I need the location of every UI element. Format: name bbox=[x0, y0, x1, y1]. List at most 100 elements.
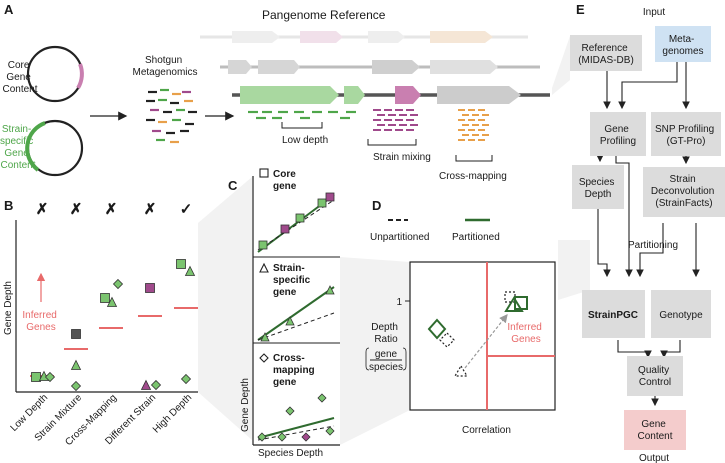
read-fragments bbox=[146, 88, 197, 144]
cross-point bbox=[277, 432, 287, 442]
strain-point bbox=[285, 316, 295, 326]
strainpgc-box bbox=[582, 290, 645, 338]
shotgun-label: Shotgun Metagenomics bbox=[132, 55, 197, 78]
panel-d-label: D bbox=[372, 198, 381, 213]
cross-map-strain bbox=[106, 296, 118, 307]
snp-profiling-label: SNP Profiling (GT-Pro) bbox=[655, 124, 717, 147]
d-core-partitioned bbox=[514, 296, 528, 310]
panel-b-label: B bbox=[4, 198, 13, 213]
strain-mixing-label: Strain mixing bbox=[373, 152, 431, 163]
strain-deconvolution-box bbox=[643, 167, 725, 217]
c-cross-fit-unpartitioned bbox=[257, 425, 335, 441]
different-strain-cross bbox=[150, 379, 162, 391]
high-depth-cross bbox=[180, 373, 192, 385]
panel-e-label: E bbox=[576, 2, 585, 17]
d-inferred-label: Inferred Genes bbox=[507, 322, 544, 345]
cross-point bbox=[301, 432, 311, 442]
strain-mixing-bracket bbox=[367, 139, 417, 146]
metagenomes-box bbox=[655, 26, 711, 62]
snp-profiling-box bbox=[651, 112, 721, 156]
quality-control-label: Quality Control bbox=[638, 365, 672, 388]
d-tick-1: 1 bbox=[396, 297, 402, 308]
b-ylabel: Gene Depth bbox=[3, 281, 14, 335]
strain-gene-label: Strain- specific Gene Content bbox=[0, 124, 36, 171]
strainpgc-label: StrainPGC bbox=[588, 310, 638, 321]
d-core-unpartitioned bbox=[504, 291, 516, 303]
d-strain-unpartitioned bbox=[453, 364, 469, 377]
c-strain-fit-partitioned bbox=[257, 286, 335, 341]
strain-gene-arc bbox=[25, 121, 46, 172]
legend-unpartitioned-label: Unpartitioned bbox=[370, 232, 429, 243]
c-core-fit-unpartitioned bbox=[257, 199, 335, 251]
high-depth-strain bbox=[184, 265, 196, 276]
mixture-cross bbox=[70, 380, 82, 392]
legend-partitioned-label: Partitioned bbox=[452, 232, 500, 243]
c-core-points bbox=[258, 192, 335, 250]
strain-point bbox=[260, 332, 270, 342]
cross-point bbox=[257, 432, 267, 442]
genotype-box bbox=[651, 290, 711, 338]
cross-map-core bbox=[100, 293, 110, 303]
e-zoom-wedge-d bbox=[558, 240, 590, 300]
low-depth-label: Low depth bbox=[282, 135, 328, 146]
category-label: High Depth bbox=[151, 392, 194, 435]
reference-track-2 bbox=[220, 60, 540, 74]
d-cross-partitioned bbox=[427, 318, 447, 340]
d-xlabel: Correlation bbox=[462, 425, 511, 436]
metagenomes-box-label: Meta- genomes bbox=[662, 34, 703, 57]
gene-profiling-box bbox=[590, 112, 646, 156]
verdict-mark: ✓ bbox=[180, 201, 193, 218]
cross-map-cross bbox=[112, 278, 124, 290]
core-gene-label: Core Gene Content bbox=[2, 60, 37, 95]
species-depth-box bbox=[572, 165, 624, 209]
mixture-strain bbox=[70, 359, 82, 370]
c-core-label: Core gene bbox=[273, 169, 299, 192]
mapped-reads bbox=[248, 109, 489, 141]
d-shift-arrow bbox=[464, 314, 508, 369]
cross-point bbox=[325, 426, 335, 436]
verdict-mark: ✗ bbox=[105, 201, 118, 218]
c-strain-fit-unpartitioned bbox=[257, 312, 335, 341]
core-square-icon bbox=[259, 168, 269, 178]
d-ylabel: Depth Ratio bbox=[371, 322, 400, 345]
core-point bbox=[317, 198, 327, 208]
reference-track-3 bbox=[232, 86, 550, 104]
core-point bbox=[258, 240, 268, 250]
different-strain-strain bbox=[140, 379, 152, 390]
verdict-mark: ✗ bbox=[70, 201, 83, 218]
reference-track-1 bbox=[200, 31, 528, 43]
strain-triangle-icon bbox=[259, 262, 269, 273]
cross-mapping-bracket bbox=[455, 155, 493, 162]
c-xlabel: Species Depth bbox=[258, 448, 323, 459]
cross-diamond-icon bbox=[259, 353, 269, 363]
d-ratio-numerator: gene bbox=[375, 349, 398, 360]
partitioning-label: Partitioning bbox=[628, 240, 678, 251]
input-label: Input bbox=[643, 7, 665, 18]
low-depth-cross bbox=[44, 371, 56, 383]
reference-box bbox=[570, 35, 642, 71]
e-flow-arrows bbox=[577, 62, 700, 407]
core-point bbox=[325, 192, 335, 202]
output-label: Output bbox=[639, 453, 669, 463]
core-point bbox=[295, 213, 305, 223]
panel-c-label: C bbox=[228, 178, 238, 193]
low-depth-core bbox=[31, 372, 41, 382]
c-cross-points bbox=[257, 393, 335, 442]
panel-a-label: A bbox=[4, 2, 14, 17]
b-points bbox=[30, 259, 198, 392]
low-depth-bracket bbox=[281, 122, 323, 129]
pangenome-title: Pangenome Reference bbox=[262, 8, 386, 22]
d-zoom-wedge bbox=[340, 257, 410, 445]
species-depth-label: Species Depth bbox=[579, 177, 617, 200]
gene-content-box bbox=[624, 410, 686, 450]
e-zoom-wedge-a bbox=[552, 36, 570, 95]
strain-deconvolution-label: Strain Deconvolution (StrainFacts) bbox=[651, 174, 717, 209]
core-gene-arc bbox=[76, 63, 84, 90]
different-strain-core bbox=[145, 283, 155, 293]
strain-point bbox=[325, 285, 335, 295]
reference-box-label: Reference (MIDAS-DB) bbox=[578, 43, 634, 66]
d-cross-unpartitioned bbox=[439, 332, 455, 348]
gene-profiling-label: Gene Profiling bbox=[600, 124, 636, 147]
